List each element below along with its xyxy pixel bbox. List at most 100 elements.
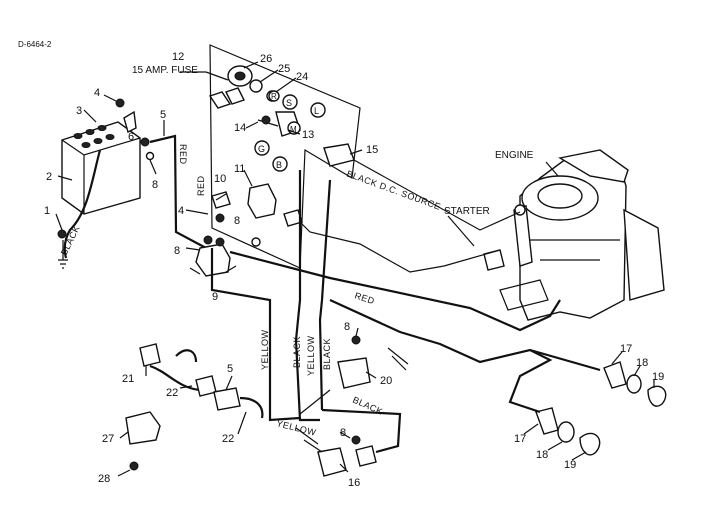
battery xyxy=(61,121,141,215)
fuse-holder xyxy=(205,71,245,109)
black-dc-source-label: BLACK D.C. SOURCE xyxy=(345,168,442,211)
black-wire-v1-label: BLACK xyxy=(292,336,302,368)
brake-switch xyxy=(317,447,347,477)
leader-lines xyxy=(55,61,655,477)
callout-5-top: 5 xyxy=(160,109,166,121)
callout-17-upper: 17 xyxy=(620,343,632,355)
position-r-circle xyxy=(268,90,280,102)
callout-27: 27 xyxy=(102,433,114,445)
seat-switch-plug xyxy=(195,375,217,397)
battery-terminal-bolt xyxy=(115,98,137,134)
callout-5-bottom: 5 xyxy=(227,363,233,375)
position-s-circle xyxy=(282,94,298,110)
main-harness-connector xyxy=(323,143,355,167)
yellow-wire-2-label: YELLOW xyxy=(306,335,316,376)
callout-22-lower: 22 xyxy=(222,433,234,445)
callout-18-upper: 18 xyxy=(636,357,648,369)
callout-18-lower: 18 xyxy=(536,449,548,461)
callout-3: 3 xyxy=(76,105,82,117)
washer-28 xyxy=(129,461,139,471)
callout-11: 11 xyxy=(234,163,245,175)
headlight-bulb-upper xyxy=(647,385,667,407)
interlock-switch xyxy=(247,183,277,219)
inline-connector-5 xyxy=(213,387,241,411)
pto-lead xyxy=(299,389,331,415)
starter-lead xyxy=(353,159,521,231)
diagram-id: D-6464-2 xyxy=(18,40,52,49)
lock-washer-8 xyxy=(145,151,155,161)
red-harness-run xyxy=(229,250,561,332)
callout-15: 15 xyxy=(366,144,378,156)
callout-19-lower: 19 xyxy=(564,459,576,471)
position-l-label: L xyxy=(314,106,319,116)
callout-10: 10 xyxy=(214,173,226,185)
callout-19-upper: 19 xyxy=(652,371,664,383)
red-battery-cable xyxy=(149,134,207,249)
red-wire-mid-label: RED xyxy=(353,290,376,306)
engine xyxy=(499,149,665,321)
callout-2: 2 xyxy=(46,171,52,183)
callout-24: 24 xyxy=(296,71,308,83)
headlight-bracket-upper xyxy=(603,361,627,389)
starter-label: STARTER xyxy=(444,206,490,217)
yellow-harness-run xyxy=(210,248,301,422)
red-wire-top-label: RED xyxy=(178,144,188,165)
brake-switch-mount xyxy=(295,427,323,453)
black-battery-cable xyxy=(63,149,102,259)
washer-8d xyxy=(351,335,361,345)
washer-8e xyxy=(351,435,361,445)
pto-switch-mount xyxy=(387,347,409,371)
callout-4-mid: 4 xyxy=(178,205,184,217)
position-l-circle xyxy=(310,102,326,118)
callout-22-upper: 22 xyxy=(166,387,178,399)
callout-8-panel: 8 xyxy=(234,215,240,227)
position-s-label: S xyxy=(286,98,292,108)
yellow-wire-bottom-label: YELLOW xyxy=(276,418,318,438)
position-m-label: M xyxy=(290,125,297,134)
seat-switch-loop xyxy=(175,349,198,363)
black-brake-lead xyxy=(321,408,402,454)
seat-switch-wire xyxy=(149,364,201,392)
ground-bolt xyxy=(57,229,68,269)
position-r-label: R xyxy=(271,92,277,101)
headlight-harness xyxy=(329,298,553,414)
inline-fuse-10 xyxy=(211,191,231,209)
callout-8-pto: 8 xyxy=(344,321,350,333)
washer-8c xyxy=(251,237,261,247)
callout-13: 13 xyxy=(302,129,314,141)
headlight-socket-lower xyxy=(557,421,575,443)
connector-5-lead xyxy=(239,396,264,419)
callout-1: 1 xyxy=(44,205,50,217)
black-harness-run-2 xyxy=(318,179,332,411)
callout-28: 28 xyxy=(98,473,110,485)
callout-17-lower: 17 xyxy=(514,433,526,445)
callout-8-solenoid: 8 xyxy=(174,245,180,257)
black-battery-label: BLACK xyxy=(59,224,82,257)
dash-panel-outline xyxy=(209,44,361,269)
headlight-socket-upper xyxy=(626,374,642,394)
black-dc-source-run xyxy=(299,221,501,273)
callout-6: 6 xyxy=(128,131,134,143)
fuse-label: 15 AMP. FUSE xyxy=(132,65,198,76)
seat-switch xyxy=(139,343,161,367)
callout-26: 26 xyxy=(260,53,272,65)
red-wire-left-label: RED xyxy=(196,175,206,196)
black-wire-v2-label: BLACK xyxy=(322,338,332,370)
callout-9: 9 xyxy=(212,291,218,303)
callout-4-top: 4 xyxy=(94,87,100,99)
callout-14: 14 xyxy=(234,122,246,134)
position-b-circle xyxy=(272,156,288,172)
callout-16: 16 xyxy=(348,477,360,489)
position-b-label: B xyxy=(276,160,282,170)
washer-4b xyxy=(215,213,225,223)
headlight-upper-lead xyxy=(529,348,601,372)
position-g-label: G xyxy=(258,144,265,154)
yellow-wire-1-label: YELLOW xyxy=(260,329,270,370)
interlock-connector xyxy=(283,209,303,227)
black-harness-run-1 xyxy=(294,170,320,422)
pto-switch-plug xyxy=(337,357,371,389)
callout-8-brake: 8 xyxy=(340,427,346,439)
headlight-bulb-lower xyxy=(579,432,601,456)
callout-20: 20 xyxy=(380,375,392,387)
